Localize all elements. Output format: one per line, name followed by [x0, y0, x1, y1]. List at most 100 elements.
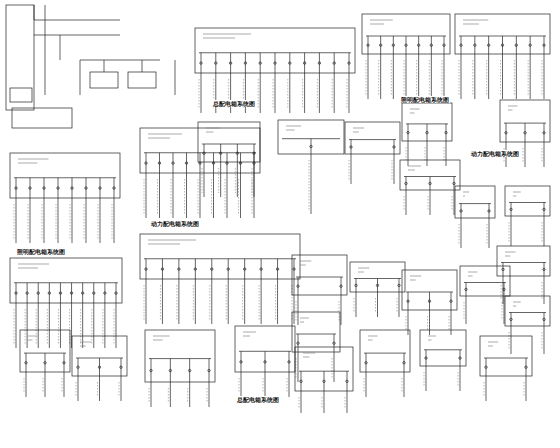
breaker-symbol	[318, 62, 320, 64]
text-stroke	[429, 60, 430, 95]
text-stroke	[366, 60, 367, 95]
text-stroke	[259, 285, 260, 320]
branch-wire	[544, 203, 545, 247]
branch-wire	[100, 178, 101, 243]
branch-wire	[277, 259, 278, 324]
breaker-symbol	[407, 131, 409, 133]
branch-wire	[380, 36, 381, 99]
branch-wire	[394, 140, 395, 184]
branch-wire	[189, 359, 190, 407]
text-stroke	[275, 285, 276, 320]
text-stroke	[464, 302, 465, 320]
branch-wire	[544, 263, 545, 305]
breaker-symbol	[429, 182, 431, 184]
branch-wire	[406, 36, 407, 99]
text-stroke	[273, 79, 274, 109]
breaker-symbol	[393, 146, 395, 148]
breaker-symbol	[405, 44, 407, 46]
text-stroke	[406, 316, 407, 331]
busbar	[501, 262, 546, 263]
breaker-symbol	[240, 361, 242, 363]
text-stroke	[235, 168, 236, 193]
breaker-symbol	[71, 187, 73, 189]
branch-wire	[404, 353, 405, 397]
branch-wire	[351, 140, 352, 184]
branch-wire	[204, 144, 205, 197]
text-stroke	[300, 265, 306, 266]
text-stroke	[513, 192, 521, 193]
breaker-symbol	[70, 292, 72, 294]
breaker-symbol	[543, 318, 545, 320]
breaker-symbol	[293, 268, 295, 270]
text-stroke	[243, 332, 256, 333]
breaker-symbol	[365, 362, 367, 364]
text-stroke	[501, 282, 502, 300]
text-stroke	[332, 79, 333, 109]
breaker-symbol	[450, 300, 452, 302]
breaker-symbol	[543, 208, 545, 210]
text-stroke	[184, 179, 185, 214]
text-stroke	[358, 268, 369, 269]
branch-wire	[544, 36, 545, 99]
branch-wire	[201, 53, 202, 113]
text-stroke	[206, 128, 220, 129]
branch-wire	[356, 279, 357, 318]
text-stroke	[198, 179, 199, 214]
text-stroke	[502, 302, 503, 320]
text-stroke	[513, 306, 516, 307]
panel-box	[198, 122, 260, 162]
branch-wire	[502, 36, 503, 99]
breaker-symbol	[215, 62, 217, 64]
text-stroke	[76, 382, 77, 397]
branch-wire	[511, 313, 512, 355]
breaker-symbol	[276, 268, 278, 270]
text-stroke	[299, 397, 300, 409]
breaker-symbol	[348, 62, 350, 64]
text-stroke	[459, 224, 460, 244]
breaker-symbol	[203, 152, 205, 154]
text-stroke	[286, 126, 301, 127]
branch-wire	[454, 177, 455, 216]
text-stroke	[24, 378, 25, 393]
breaker-symbol	[161, 268, 163, 270]
branch-wire	[489, 204, 490, 248]
branch-wire	[44, 178, 45, 243]
text-stroke	[202, 168, 203, 193]
breaker-symbol	[158, 162, 160, 164]
breaker-symbol	[243, 268, 245, 270]
panel-box	[460, 266, 510, 296]
breaker-symbol	[264, 361, 266, 363]
text-stroke	[542, 332, 543, 350]
branch-wire	[162, 259, 163, 324]
text-stroke	[114, 309, 115, 344]
busbar	[349, 139, 396, 140]
breaker-symbol	[253, 152, 255, 154]
branch-wire	[241, 351, 242, 397]
breaker-symbol	[501, 44, 503, 46]
text-stroke	[97, 382, 98, 397]
branch-wire	[488, 36, 489, 99]
breaker-symbol	[59, 292, 61, 294]
breaker-symbol	[417, 44, 419, 46]
branch-wire	[368, 36, 369, 99]
text-stroke	[542, 148, 543, 163]
text-stroke	[513, 196, 516, 197]
text-stroke	[410, 109, 420, 110]
breaker-symbol	[259, 62, 261, 64]
breaker-symbol	[340, 285, 342, 287]
breaker-symbol	[443, 44, 445, 46]
text-stroke	[375, 298, 376, 313]
branch-wire	[289, 351, 290, 397]
branch-wire	[211, 259, 212, 324]
breaker-symbol	[405, 182, 407, 184]
breaker-symbol	[43, 187, 45, 189]
text-stroke	[505, 252, 516, 253]
text-stroke	[347, 79, 348, 109]
text-stroke	[206, 132, 214, 133]
breaker-symbol	[543, 132, 545, 134]
text-stroke	[488, 342, 498, 343]
text-stroke	[354, 298, 355, 313]
branch-wire	[254, 144, 255, 197]
breaker-symbol	[502, 268, 504, 270]
